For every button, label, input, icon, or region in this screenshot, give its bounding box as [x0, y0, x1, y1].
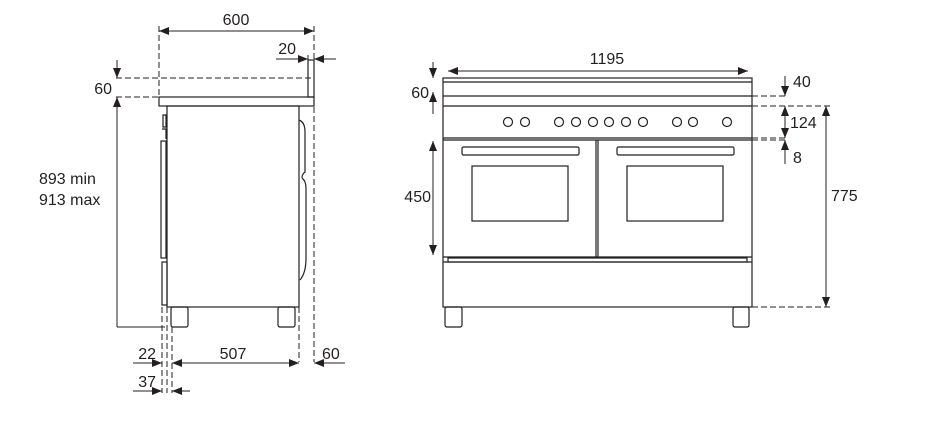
side-dimension-lines	[113, 27, 345, 395]
oven-door	[160, 140, 167, 259]
side-view: 600 20 60 893 min 913 max 22 507 60 37	[39, 12, 345, 395]
dim-height-min: 893 min	[39, 171, 96, 188]
control-knob	[620, 116, 632, 128]
control-knob	[553, 116, 565, 128]
drawer-front	[161, 261, 168, 306]
oven-window	[626, 165, 724, 222]
front-view: 1195 60 450 40 124 8 775	[404, 51, 858, 328]
top-plate	[158, 96, 315, 107]
dim-backsplash: 20	[278, 41, 296, 58]
dim-top-height: 60	[94, 81, 112, 98]
dim-gap-bottom: 8	[793, 150, 802, 167]
body	[166, 105, 300, 308]
front-extension-lines	[432, 95, 832, 308]
control-knob	[519, 116, 531, 128]
front-dimension-lines	[429, 62, 830, 307]
knob	[162, 114, 167, 139]
dim-rear-offset: 60	[322, 346, 340, 363]
control-knob	[687, 116, 699, 128]
control-knob	[587, 116, 599, 128]
dim-height-max: 913 max	[39, 192, 100, 209]
dim-front-offset-a: 22	[138, 346, 156, 363]
dim-width: 1195	[590, 51, 625, 68]
oven-handle	[616, 146, 735, 156]
foot-front	[170, 306, 189, 328]
left-oven-door	[461, 146, 580, 222]
foot-left	[444, 306, 463, 328]
control-knob	[570, 116, 582, 128]
side-extension-lines	[116, 26, 315, 393]
dim-oven-height: 450	[404, 189, 431, 206]
knob-row	[502, 116, 733, 128]
control-knob	[671, 116, 683, 128]
dim-gap-top: 40	[793, 74, 811, 91]
dim-total-height: 775	[831, 188, 858, 205]
side-outline	[158, 59, 315, 328]
right-oven-door	[616, 146, 735, 222]
rear-bumps	[298, 119, 307, 281]
control-knob	[637, 116, 649, 128]
oven-window	[471, 165, 569, 222]
dim-top-height: 60	[411, 85, 429, 102]
dim-body-depth: 507	[220, 346, 247, 363]
dim-depth-total: 600	[223, 12, 250, 29]
cooker-body	[442, 77, 753, 308]
control-knob	[502, 116, 514, 128]
control-knob	[721, 116, 733, 128]
oven-handle	[461, 146, 580, 156]
control-knob	[603, 116, 615, 128]
front-outline	[442, 77, 753, 328]
foot-right	[732, 306, 750, 328]
dim-panel-height: 124	[790, 115, 817, 132]
dim-front-offset-b: 37	[138, 374, 156, 391]
foot-rear	[277, 306, 296, 328]
